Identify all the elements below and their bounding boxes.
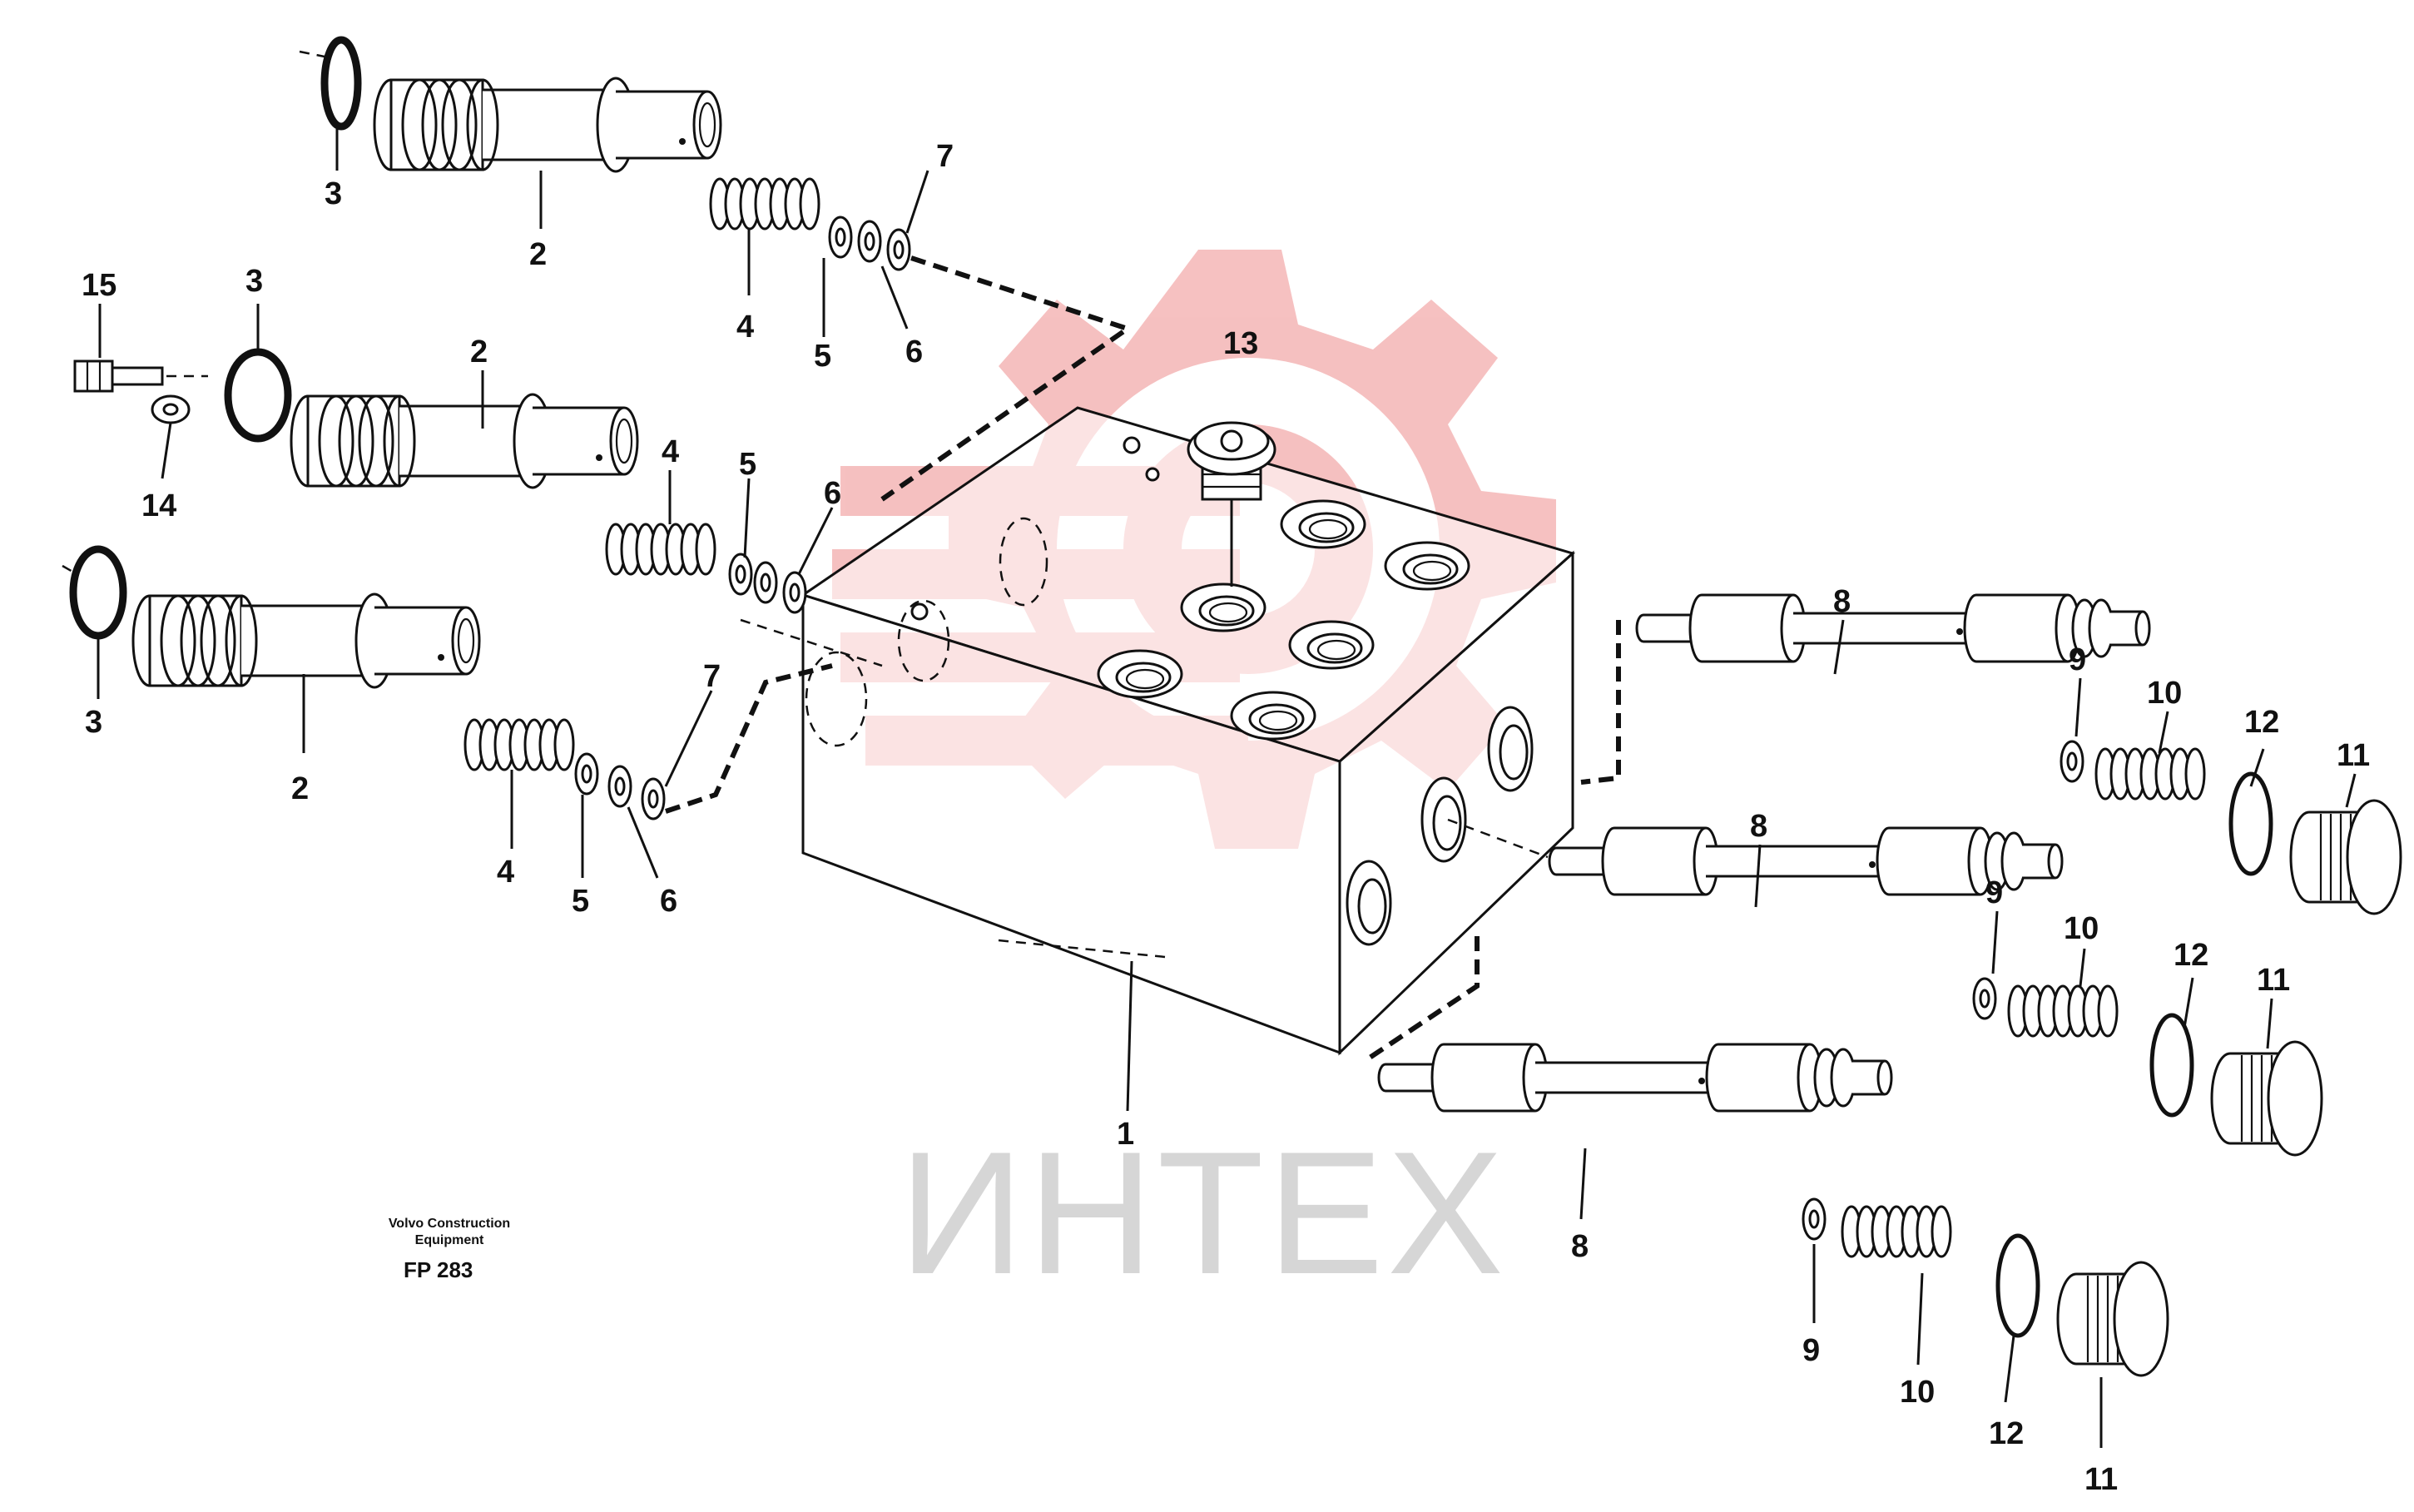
label-4-bottom: 4: [497, 855, 514, 890]
label-5-bottom: 5: [572, 884, 589, 919]
watermark-text: ИНТЕХ: [899, 1115, 1507, 1311]
label-12-right-2: 12: [2174, 938, 2208, 973]
assembly-row-top: [299, 36, 1133, 502]
label-5-top: 5: [814, 339, 831, 374]
assembly-right-2: [1447, 818, 2323, 1157]
label-7-top: 7: [936, 139, 954, 174]
label-10-right-2: 10: [2064, 911, 2099, 946]
label-8-right-2: 8: [1750, 809, 1767, 844]
label-15: 15: [82, 268, 116, 303]
label-13: 13: [1223, 326, 1258, 361]
label-8-right-1: 8: [1833, 584, 1851, 619]
assembly-row-middle: [73, 348, 807, 614]
valve-block: [800, 406, 1576, 1056]
label-6-bottom: 6: [660, 884, 677, 919]
caption-line1: Volvo Construction: [389, 1217, 510, 1231]
assembly-right-1: [1580, 593, 2402, 915]
assembly-right-3: [1363, 936, 2169, 1377]
label-2-top: 2: [529, 237, 547, 272]
caption-code: FP 283: [404, 1257, 473, 1282]
label-6-middle: 6: [824, 476, 841, 511]
label-6-top: 6: [905, 335, 923, 369]
label-5-middle: 5: [739, 447, 756, 482]
label-9-right-2: 9: [1985, 875, 2003, 910]
label-9-right-3: 9: [1802, 1333, 1820, 1368]
label-3-bottom: 3: [85, 705, 102, 740]
label-8-right-3: 8: [1571, 1229, 1589, 1264]
top-plug: [1187, 421, 1276, 587]
label-1: 1: [1117, 1117, 1134, 1152]
label-10-right-1: 10: [2147, 676, 2182, 711]
label-11-right-2: 11: [2257, 963, 2290, 998]
part-labels: 3 2 4 5 6 7 15 3 14 2 4 5 6 13 3 2 4 5 6…: [82, 139, 2370, 1497]
label-2-bottom: 2: [291, 771, 309, 806]
caption-line2: Equipment: [415, 1233, 484, 1247]
leader-lines: [97, 129, 2357, 1448]
caption: Volvo Construction Equipment FP 283: [389, 1217, 510, 1282]
label-3-middle: 3: [245, 264, 263, 299]
label-9-right-1: 9: [2069, 642, 2086, 677]
label-12-right-1: 12: [2244, 705, 2279, 740]
assembly-row-bottom: [62, 545, 883, 820]
label-11-right-1: 11: [2337, 738, 2370, 773]
label-14: 14: [141, 488, 176, 523]
label-2-middle: 2: [470, 335, 488, 369]
label-4-top: 4: [736, 310, 754, 345]
label-7-bottom: 7: [703, 659, 721, 694]
label-12-right-3: 12: [1989, 1416, 2024, 1451]
label-3-top: 3: [325, 176, 342, 211]
label-11-right-3: 11: [2084, 1462, 2118, 1497]
bolt-15: [73, 359, 208, 393]
label-4-middle: 4: [662, 434, 679, 469]
label-10-right-3: 10: [1900, 1375, 1935, 1410]
